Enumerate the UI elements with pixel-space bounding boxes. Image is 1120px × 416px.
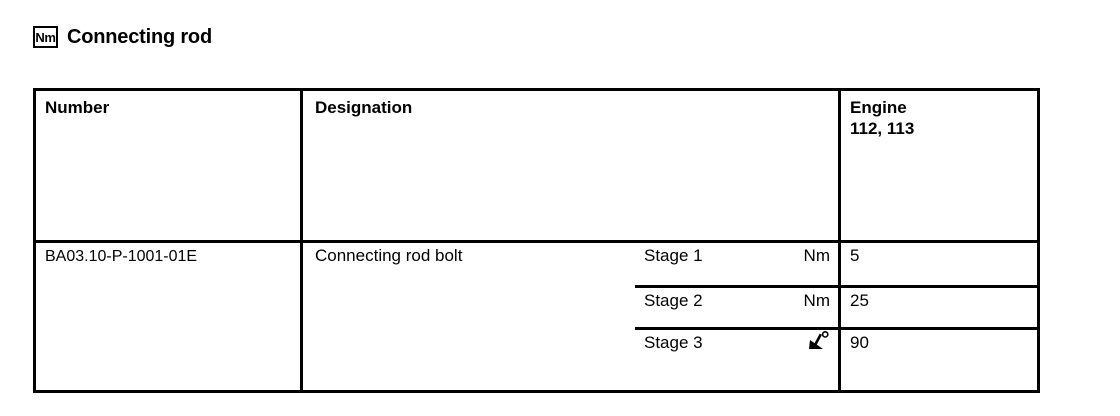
cell-stage-value-3: 90 <box>850 333 869 352</box>
cell-number: BA03.10-P-1001-01E <box>45 248 198 265</box>
cell-designation: Connecting rod bolt <box>315 246 463 265</box>
column-header-engine: Engine 112, 113 <box>850 97 914 139</box>
stage-row-divider-3 <box>635 327 1037 330</box>
column-header-designation: Designation <box>315 98 413 117</box>
column-header-engine-sublabel: 112, 113 <box>850 119 915 138</box>
cell-stage-value-2: 25 <box>850 291 869 310</box>
column-header-number: Number <box>45 98 110 117</box>
column-header-engine-label: Engine <box>850 98 907 117</box>
cell-stage-value-1: 5 <box>850 246 860 265</box>
cell-stage-unit-3 <box>735 329 830 351</box>
page-title-block: Nm Connecting rod <box>33 26 212 48</box>
stage-row-divider-2 <box>635 285 1037 288</box>
cell-stage-unit-1: Nm <box>803 246 830 265</box>
header-row-divider <box>36 240 1037 243</box>
page-title: Connecting rod <box>67 26 212 48</box>
cell-stage-label-3: Stage 3 <box>644 333 703 352</box>
cell-stage-unit-2: Nm <box>803 291 830 310</box>
cell-stage-label-1: Stage 1 <box>644 246 703 265</box>
newton-meter-icon: Nm <box>33 26 58 48</box>
cell-stage-label-2: Stage 2 <box>644 291 703 310</box>
torque-specification-table: Number Designation Engine 112, 113 BA03.… <box>33 88 1040 393</box>
torque-angle-icon <box>808 330 830 351</box>
